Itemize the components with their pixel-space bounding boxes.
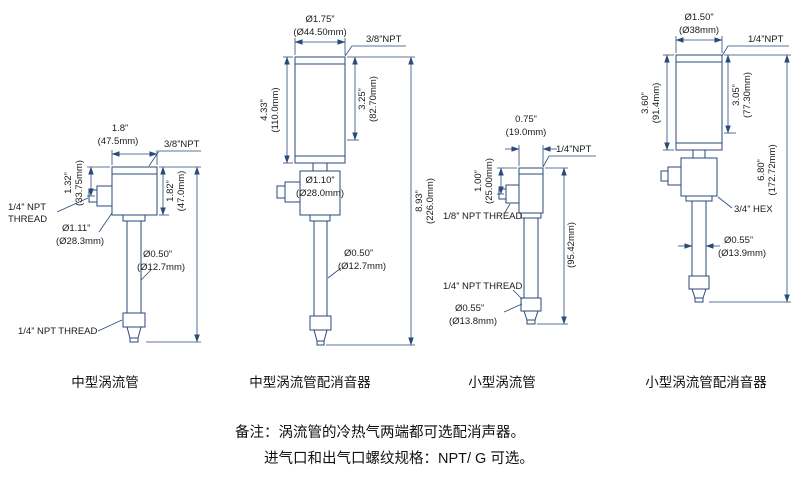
drawing-small-vortex-tube: 0.75” (19.0mm) 1/4”NPT 1.00” (25.00mm) 1… bbox=[443, 114, 596, 327]
d1-bottom-thread-label: 1/4” NPT THREAD bbox=[18, 326, 98, 337]
d3-tube-diameter-inch-label: Ø0.55” bbox=[455, 303, 484, 314]
d2-body-diameter-inch-label: Ø1.10” bbox=[305, 175, 334, 186]
tube-outline-d2 bbox=[276, 56, 346, 346]
d4-muffler-diameter-mm-label: (Ø38mm) bbox=[679, 25, 719, 36]
d2-muffler-diameter-inch-label: Ø1.75” bbox=[305, 14, 334, 25]
tube-outline-d3 bbox=[498, 167, 544, 325]
d4-total-length-mm-label: (172.72mm) bbox=[767, 144, 778, 195]
d3-total-length-mm-label: (95.42mm) bbox=[566, 222, 577, 268]
d3-top-width-inch-label: 0.75” bbox=[515, 114, 537, 125]
notes: 备注：涡流管的冷热气两端都可选配消声器。 进气口和出气口螺纹规格：NPT/ G … bbox=[235, 420, 534, 472]
d2-tube-diameter-inch-label: Ø0.50” bbox=[344, 248, 373, 259]
drawing-small-vortex-tube-with-muffler: Ø1.50” (Ø38mm) 1/4”NPT 3.60” (91.4mm) 3.… bbox=[640, 12, 791, 303]
d1-top-width-mm-label: (47.5mm) bbox=[98, 136, 139, 147]
dimension-lines-d1 bbox=[56, 150, 201, 343]
d1-tube-diameter-inch-label: Ø0.50” bbox=[143, 249, 172, 260]
d1-left-dim-inch-label: 1.32” bbox=[63, 172, 74, 194]
caption-medium-vortex-tube: 中型涡流管 bbox=[71, 375, 139, 390]
d4-hex-label: 3/4” HEX bbox=[734, 204, 773, 215]
dimension-labels-d2: Ø1.75” (Ø44.50mm) 3/8”NPT 4.33” (110.0mm… bbox=[259, 14, 436, 272]
tube-outline-d4 bbox=[660, 54, 723, 303]
d4-muffler-length-mm-label: (91.4mm) bbox=[651, 83, 662, 124]
d1-body-diameter-mm-label: (Ø28.3mm) bbox=[56, 236, 104, 247]
tube-outline-d1 bbox=[88, 166, 158, 343]
dimension-labels-d3: 0.75” (19.0mm) 1/4”NPT 1.00” (25.00mm) 1… bbox=[443, 114, 592, 327]
d2-total-length-inch-label: 8.93” bbox=[414, 190, 425, 212]
dimension-lines-d3 bbox=[497, 145, 596, 325]
caption-small-vortex-tube: 小型涡流管 bbox=[468, 375, 536, 390]
d2-muffler-diameter-mm-label: (Ø44.50mm) bbox=[293, 27, 346, 38]
d4-muffler-length2-mm-label: (77.30mm) bbox=[742, 72, 753, 118]
drawing-medium-vortex-tube: 1.8” (47.5mm) 3/8”NPT 1.32” (33.75mm) 1/… bbox=[8, 123, 201, 343]
caption-medium-vortex-tube-with-muffler: 中型涡流管配消音器 bbox=[249, 375, 371, 390]
d3-top-width-mm-label: (19.0mm) bbox=[506, 127, 547, 138]
d1-body-length-inch-label: 1.82” bbox=[165, 180, 176, 202]
dimension-labels-d1: 1.8” (47.5mm) 3/8”NPT 1.32” (33.75mm) 1/… bbox=[8, 123, 200, 337]
caption-small-vortex-tube-with-muffler: 小型涡流管配消音器 bbox=[645, 375, 767, 390]
d1-body-diameter-inch-label: Ø1.11” bbox=[62, 223, 90, 234]
dimension-labels-d4: Ø1.50” (Ø38mm) 1/4”NPT 3.60” (91.4mm) 3.… bbox=[640, 12, 784, 259]
d3-bottom-thread-label: 1/4” NPT THREAD bbox=[443, 281, 523, 292]
d3-side-thread-label: 1/8” NPT THREAD bbox=[443, 211, 523, 222]
d2-total-length-mm-label: (226.0mm) bbox=[425, 178, 436, 224]
d3-tube-diameter-mm-label: (Ø13.8mm) bbox=[449, 316, 497, 327]
d4-tube-diameter-inch-label: Ø0.55” bbox=[724, 235, 753, 246]
d2-muffler-length2-mm-label: (82.70mm) bbox=[368, 76, 379, 122]
d1-tube-diameter-mm-label: (Ø12.7mm) bbox=[137, 262, 185, 273]
d2-muffler-length-inch-label: 4.33” bbox=[259, 99, 270, 121]
d4-total-length-inch-label: 6.80” bbox=[756, 159, 767, 181]
d1-top-thread-label: 3/8”NPT bbox=[164, 139, 200, 150]
d3-left-dim-mm-label: (25.00mm) bbox=[484, 158, 495, 204]
d4-tube-diameter-mm-label: (Ø13.9mm) bbox=[718, 248, 766, 259]
d4-muffler-length2-inch-label: 3.05” bbox=[731, 84, 742, 106]
d2-body-diameter-mm-label: (Ø28.0mm) bbox=[296, 188, 344, 199]
d2-top-thread-label: 3/8”NPT bbox=[366, 34, 402, 45]
d2-tube-diameter-mm-label: (Ø12.7mm) bbox=[338, 261, 386, 272]
d1-side-thread-label-line1: 1/4” NPT bbox=[8, 202, 46, 213]
note-line-1: 备注：涡流管的冷热气两端都可选配消声器。 bbox=[235, 425, 525, 441]
d2-muffler-length2-inch-label: 3.25” bbox=[357, 88, 368, 110]
vortex-tube-drawings: 1.8” (47.5mm) 3/8”NPT 1.32” (33.75mm) 1/… bbox=[8, 12, 791, 346]
drawing-medium-vortex-tube-with-muffler: Ø1.75” (Ø44.50mm) 3/8”NPT 4.33” (110.0mm… bbox=[259, 14, 436, 346]
d2-muffler-length-mm-label: (110.0mm) bbox=[270, 87, 281, 132]
d3-top-thread-label: 1/4”NPT bbox=[556, 144, 592, 155]
d4-top-thread-label: 1/4”NPT bbox=[748, 34, 784, 45]
d4-muffler-length-inch-label: 3.60” bbox=[640, 92, 651, 114]
d3-left-dim-inch-label: 1.00” bbox=[473, 170, 484, 192]
d1-left-dim-mm-label: (33.75mm) bbox=[74, 160, 85, 206]
d1-top-width-inch-label: 1.8” bbox=[112, 123, 128, 134]
dimension-lines-d2 bbox=[283, 38, 415, 346]
d1-body-length-mm-label: (47.0mm) bbox=[176, 171, 187, 212]
dimension-lines-d4 bbox=[663, 36, 791, 303]
d4-muffler-diameter-inch-label: Ø1.50” bbox=[684, 12, 713, 23]
d1-side-thread-label-line2: THREAD bbox=[8, 214, 47, 225]
note-line-2: 进气口和出气口螺纹规格：NPT/ G 可选。 bbox=[264, 451, 534, 467]
